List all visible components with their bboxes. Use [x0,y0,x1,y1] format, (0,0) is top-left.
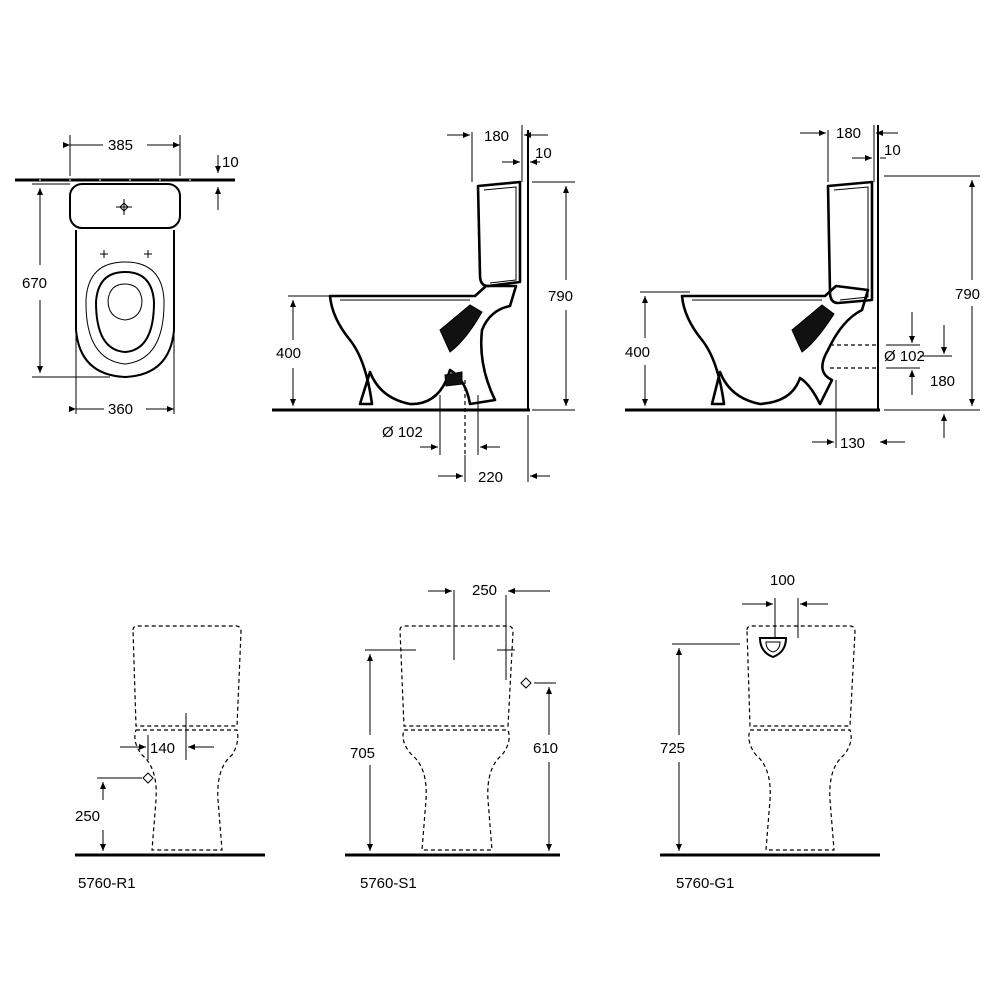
variant-s1-view: 250 705 610 5760-S1 [345,582,560,892]
bowl-opening [107,283,143,321]
cistern-outline [132,625,242,727]
dim-total-height: 790 [548,288,573,305]
dim-seat-height: 400 [276,345,301,362]
side-view-floor: 180 10 790 400 Ø 102 220 [272,125,575,486]
cistern-outline [826,180,874,305]
dim-outlet-dia: Ø 102 [884,348,925,365]
bowl-outline [328,284,518,406]
cistern-outline [399,625,514,727]
dim-width-bottom: 360 [108,401,133,418]
trap-fill [791,304,835,353]
variant-r1-view: 140 250 5760-R1 [75,625,265,892]
dim-wall-gap: 10 [535,145,552,162]
dim-outlet-height: 180 [930,373,955,390]
dim-inlet-offset: 140 [150,740,175,757]
flush-button-icon [116,199,132,215]
bowl-outline [402,729,510,851]
bowl-outline [680,284,870,406]
inlet-icon [520,677,532,689]
top-view: 385 10 670 360 [15,135,239,418]
dim-outlet-dist: 130 [840,435,865,452]
bowl-outline [748,729,852,851]
inlet-icon [142,772,154,784]
dim-wall-gap: 10 [884,142,901,159]
seat-inner [94,270,156,354]
bowl-outline [134,729,239,851]
dim-total-height: 790 [955,286,980,303]
dim-cistern-height: 705 [350,745,375,762]
variant-label: 5760-G1 [676,875,734,892]
variant-label: 5760-R1 [78,875,136,892]
dim-seat-height: 400 [625,344,650,361]
bowl-outline [75,230,175,379]
dim-width-top: 385 [108,137,133,154]
dim-wall-offset: 10 [222,154,239,171]
hinge-icon [100,250,152,258]
trap-fill [439,304,483,353]
cistern-outline [746,625,856,727]
dim-inlet-offset: 250 [472,582,497,599]
cistern-outline [476,180,522,288]
dim-outlet-dia: Ø 102 [382,424,423,441]
top-inlet-icon [758,637,788,659]
dim-cistern-depth: 180 [836,125,861,142]
cistern-outline [69,183,181,229]
variant-g1-view: 100 725 5760-G1 [660,572,880,892]
dim-cistern-depth: 180 [484,128,509,145]
dim-depth: 670 [22,275,47,292]
dim-inlet-height: 250 [75,808,100,825]
side-view-wall: 180 10 790 400 Ø 102 180 130 [625,125,980,452]
wall-ticks [39,179,191,181]
dim-inlet-height: 610 [533,740,558,757]
dim-inlet-offset: 100 [770,572,795,589]
dim-cistern-height: 725 [660,740,685,757]
dim-outlet-dist: 220 [478,469,503,486]
seat-outline [85,261,165,365]
variant-label: 5760-S1 [360,875,417,892]
